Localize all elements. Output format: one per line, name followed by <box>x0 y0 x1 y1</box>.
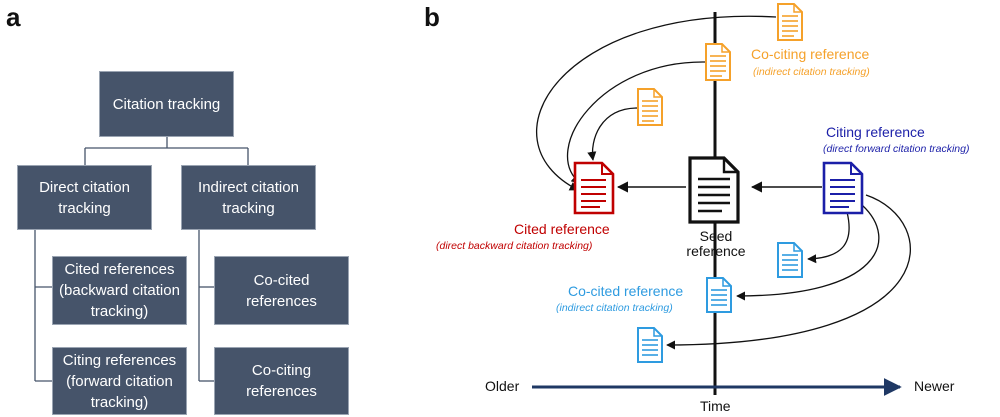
co-citing-references-box: Co-citing references <box>214 347 349 415</box>
cited-reference-sublabel: (direct backward citation tracking) <box>436 240 593 252</box>
citing-references-box: Citing references (forward citation trac… <box>52 347 187 415</box>
co-citing-small-to-cited-arrow <box>587 107 639 161</box>
citing-reference-label: Citing reference <box>826 124 925 140</box>
co-cited-document-icon-3 <box>637 327 663 363</box>
axis-newer-label: Newer <box>914 378 955 394</box>
seed-reference-label-line1: Seed <box>699 228 733 244</box>
citation-tracking-box: Citation tracking <box>99 71 234 137</box>
panel-b-label: b <box>424 2 440 32</box>
citing-document-icon <box>822 161 864 215</box>
seed-reference-label-line2: reference <box>686 243 746 259</box>
citing-to-co-cited-2-arrow <box>736 204 880 301</box>
direct-citation-tracking-box: Direct citation tracking <box>17 165 152 230</box>
cited-reference-label: Cited reference <box>514 221 610 237</box>
co-cited-references-box: Co-cited references <box>214 256 349 325</box>
cited-document-icon <box>573 161 615 215</box>
co-citing-document-icon-top <box>777 3 803 41</box>
cited-references-box: Cited references (backward citation trac… <box>52 256 187 325</box>
citing-to-co-cited-1-arrow <box>807 211 850 264</box>
co-cited-document-icon-2 <box>706 277 732 313</box>
citing-reference-sublabel: (direct forward citation tracking) <box>823 143 970 155</box>
co-citing-top-to-cited-arrow <box>536 15 777 191</box>
co-citing-document-icon-small <box>637 88 663 126</box>
co-citing-reference-sublabel: (indirect citation tracking) <box>753 66 870 78</box>
axis-time-label: Time <box>700 398 731 414</box>
indirect-citation-tracking-box: Indirect citation tracking <box>181 165 316 230</box>
co-citing-mid-to-cited-arrow <box>567 61 707 184</box>
seed-document-icon <box>688 156 740 224</box>
co-cited-document-icon-1 <box>777 242 803 278</box>
citing-to-co-cited-3-arrow <box>666 194 912 350</box>
panel-a-label: a <box>6 2 21 32</box>
axis-older-label: Older <box>485 378 520 394</box>
co-citing-reference-label: Co-citing reference <box>751 46 870 62</box>
co-cited-reference-sublabel: (indirect citation tracking) <box>556 302 673 314</box>
co-citing-document-icon-mid <box>705 43 731 81</box>
co-cited-reference-label: Co-cited reference <box>568 283 684 299</box>
